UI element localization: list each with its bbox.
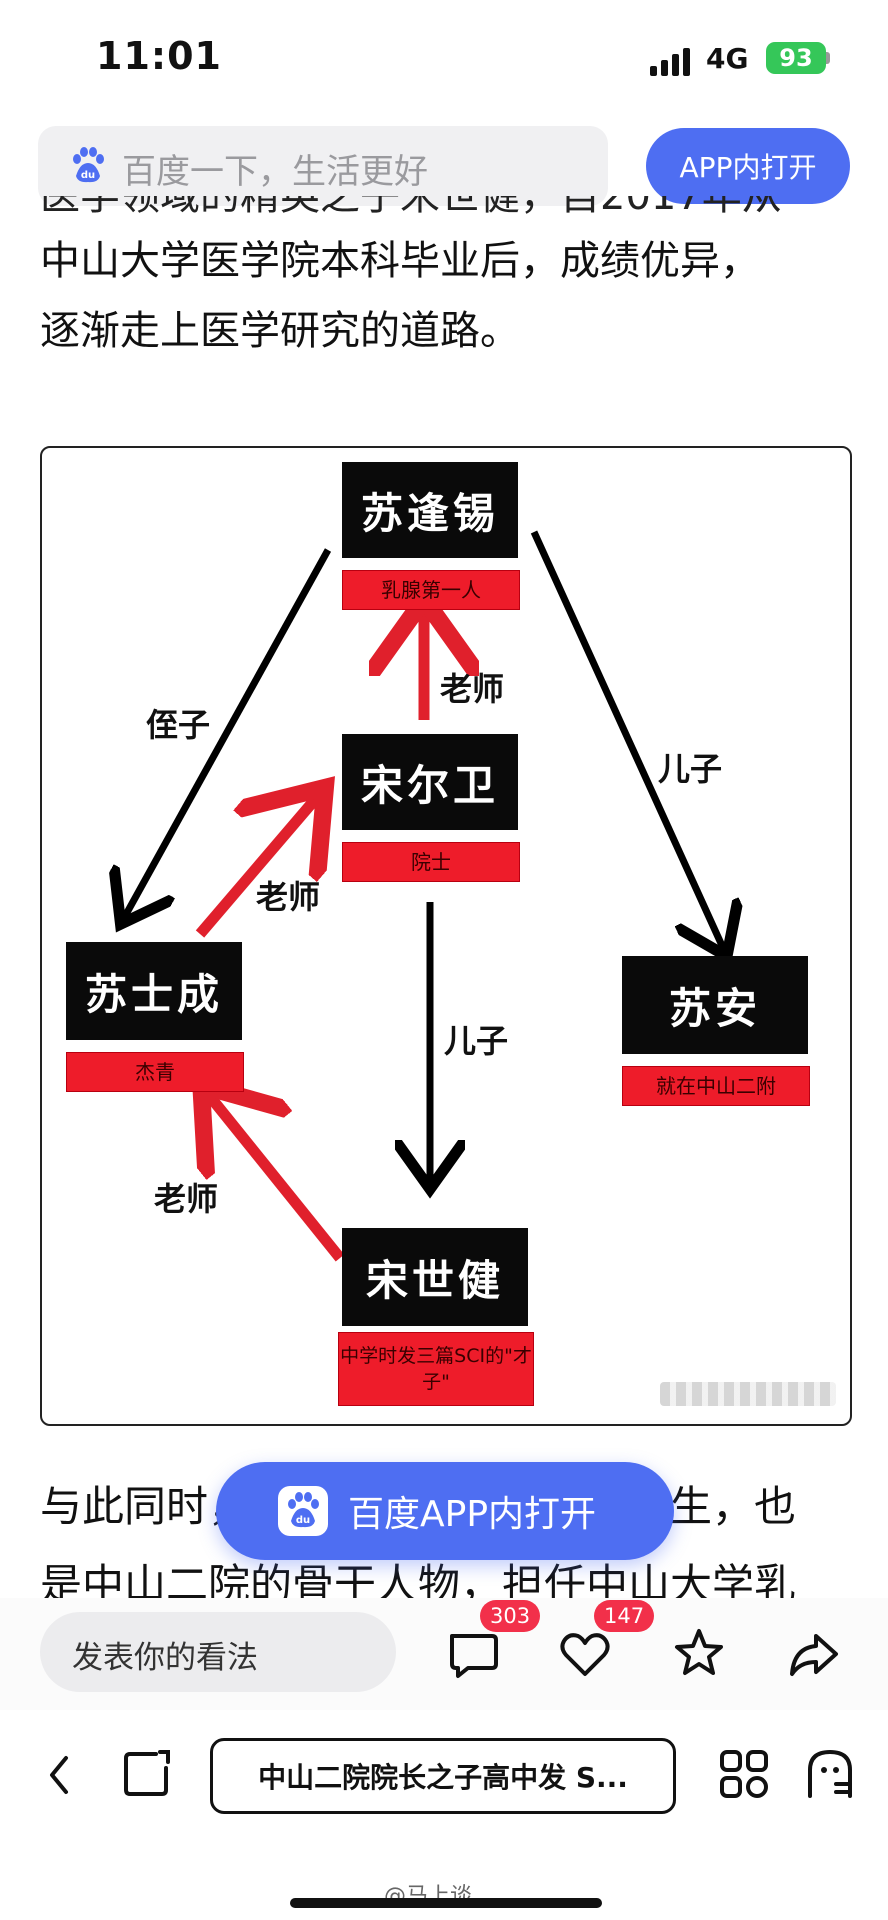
browser-toolbar: 中山二院院长之子高中发 S... <box>0 1710 888 1920</box>
heart-icon[interactable] <box>558 1628 612 1682</box>
status-time: 11:01 <box>96 34 222 78</box>
network-type: 4G <box>706 42 749 75</box>
comment-bar: 发表你的看法 303 147 <box>0 1598 888 1710</box>
like-count-badge: 147 <box>594 1600 655 1632</box>
image-watermark <box>660 1382 836 1406</box>
star-icon[interactable] <box>672 1626 726 1680</box>
home-indicator[interactable] <box>290 1898 602 1908</box>
diagram-arrows <box>42 530 850 1262</box>
status-bar: 11:01 4G 93 <box>0 0 888 118</box>
edge-label-son-1: 儿子 <box>658 750 723 788</box>
edge-su-shicheng-song-erwei <box>195 796 318 938</box>
baidu-app-icon: du <box>278 1486 328 1536</box>
node-su-fengxi: 苏逢锡 <box>342 462 518 558</box>
comment-icon[interactable] <box>446 1628 500 1682</box>
comment-count-badge: 303 <box>480 1600 541 1632</box>
tag-song-shijian: 中学时发三篇SCI的"才子" <box>338 1332 534 1406</box>
relationship-diagram: 苏逢锡 乳腺第一人 宋尔卫 院士 苏士成 杰青 苏安 就在中山二附 宋世健 中学… <box>40 446 852 1426</box>
tag-su-fengxi: 乳腺第一人 <box>342 570 520 610</box>
float-open-in-app-button[interactable]: du 百度APP内打开 <box>216 1462 674 1560</box>
signal-icon <box>650 46 694 76</box>
edge-su-fengxi-su-an <box>530 530 724 950</box>
open-in-app-button[interactable]: APP内打开 <box>646 128 850 204</box>
back-icon[interactable] <box>44 1750 74 1800</box>
edge-su-fengxi-su-shicheng <box>124 548 332 918</box>
page-title-box[interactable]: 中山二院院长之子高中发 S... <box>210 1738 676 1814</box>
svg-text:du: du <box>81 170 95 181</box>
svg-text:du: du <box>296 1515 310 1526</box>
search-input[interactable]: du 百度一下，生活更好 <box>38 126 608 206</box>
edge-label-teacher-1: 老师 <box>440 670 505 708</box>
share-icon[interactable] <box>786 1628 840 1682</box>
grid-apps-icon[interactable] <box>718 1748 770 1800</box>
comment-placeholder: 发表你的看法 <box>72 1640 258 1676</box>
float-button-label: 百度APP内打开 <box>348 1494 597 1535</box>
battery-tip <box>826 52 830 64</box>
article-line-partial: 医学领域的精英之子宋世健，自2017年从 <box>40 196 782 219</box>
article-line: 逐渐走上医学研究的道路。 <box>40 308 520 354</box>
tabs-icon[interactable] <box>122 1748 174 1800</box>
node-song-erwei: 宋尔卫 <box>342 734 518 830</box>
article-cut-line: 医学领域的精英之子宋世健，自2017年从 <box>40 196 850 236</box>
node-su-an: 苏安 <box>622 956 808 1054</box>
article-body: 中山大学医学院本科毕业后，成绩优异， 逐渐走上医学研究的道路。 <box>40 226 850 366</box>
comment-input[interactable]: 发表你的看法 <box>40 1612 396 1692</box>
ghost-icon[interactable] <box>804 1746 856 1802</box>
tag-song-erwei: 院士 <box>342 842 520 882</box>
battery-level: 93 <box>779 44 813 72</box>
edge-label-teacher-3: 老师 <box>154 1180 219 1218</box>
search-placeholder: 百度一下，生活更好 <box>122 152 428 192</box>
battery-icon: 93 <box>766 42 826 74</box>
edge-song-shijian-su-shicheng <box>208 1094 345 1262</box>
node-song-shijian: 宋世健 <box>342 1228 528 1326</box>
edge-label-nephew: 侄子 <box>146 706 211 744</box>
node-su-shicheng: 苏士成 <box>66 942 242 1040</box>
article-line: 中山大学医学院本科毕业后，成绩优异， <box>40 238 760 284</box>
edge-label-teacher-2: 老师 <box>256 878 321 916</box>
edge-label-son-2: 儿子 <box>444 1022 509 1060</box>
baidu-paw-icon: du <box>73 147 104 183</box>
tag-su-shicheng: 杰青 <box>66 1052 244 1092</box>
tag-su-an: 就在中山二附 <box>622 1066 810 1106</box>
